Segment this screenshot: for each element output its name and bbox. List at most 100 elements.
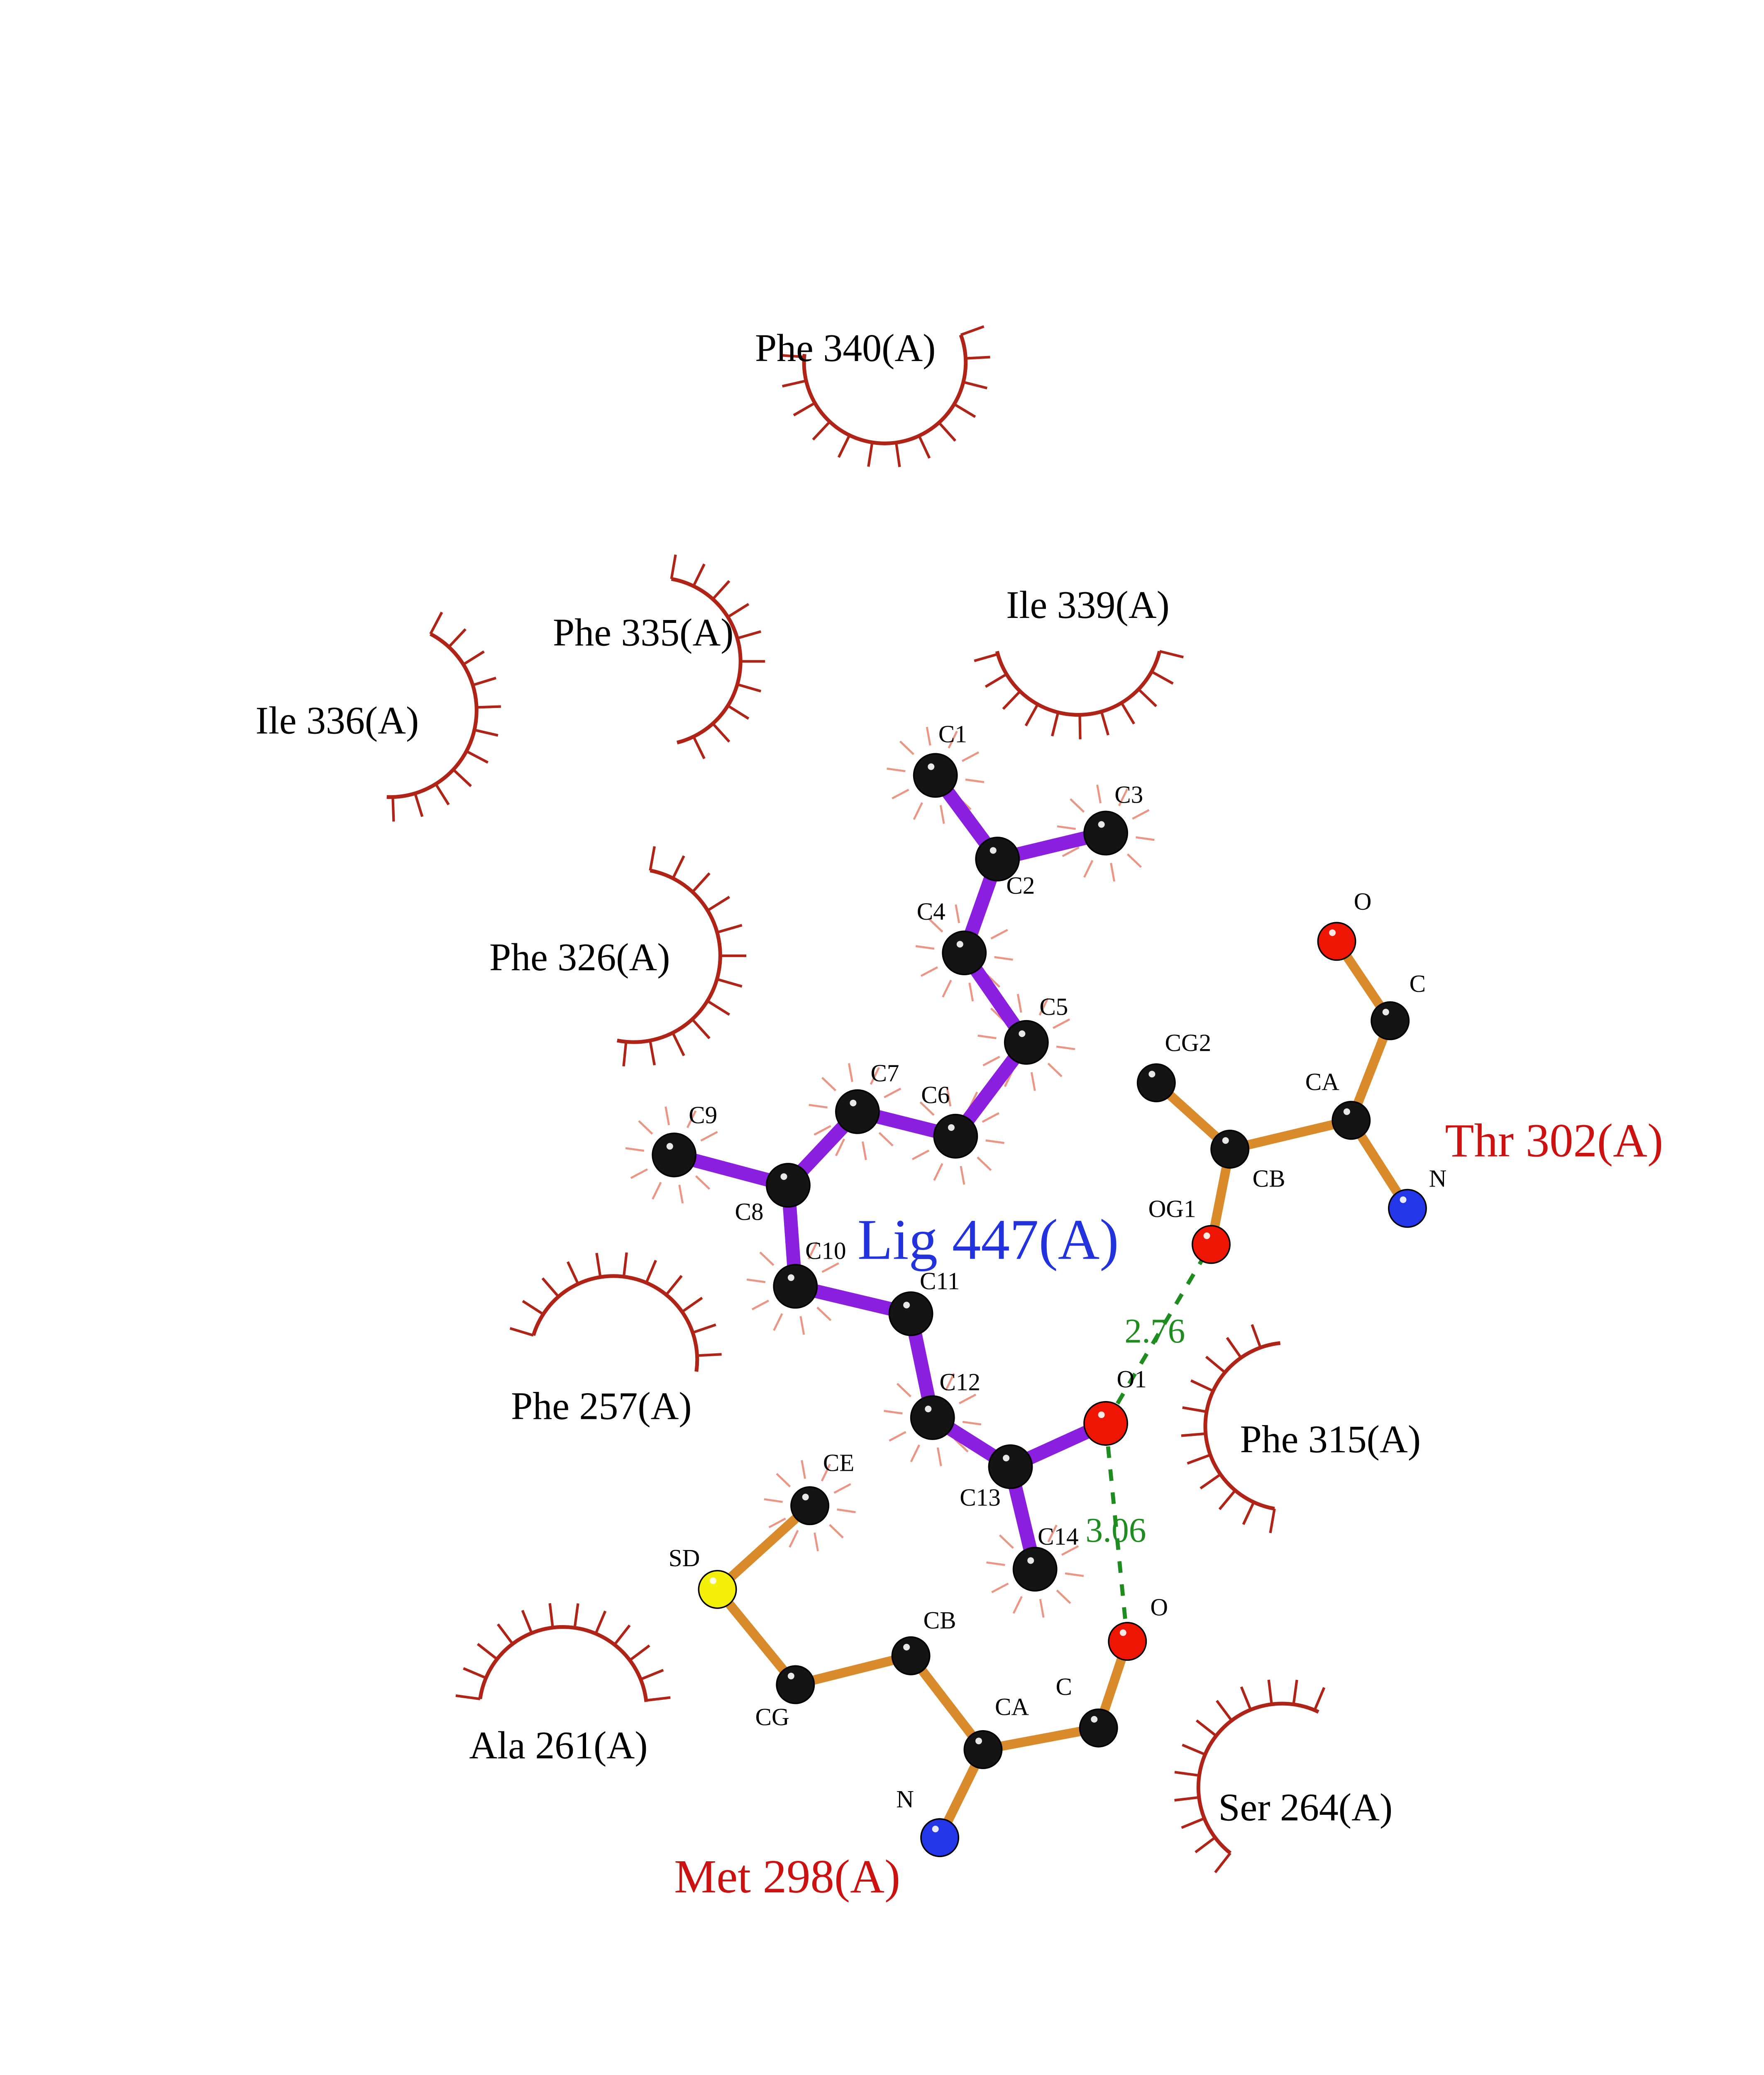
sunburst-spoke <box>986 1561 1005 1566</box>
sunburst-spoke <box>625 1147 645 1152</box>
sunburst-spoke <box>764 1498 783 1503</box>
arc-spoke <box>692 563 706 587</box>
sunburst-spoke <box>961 751 980 762</box>
atom-highlight <box>1203 1232 1210 1239</box>
sunburst-spoke <box>814 1125 831 1136</box>
sunburst-spoke <box>1016 994 1022 1013</box>
arc-spoke <box>1181 1817 1205 1829</box>
arc-spoke <box>1181 1432 1206 1437</box>
arc-spoke <box>670 554 677 579</box>
sunburst-spoke <box>913 802 923 820</box>
residue-label-ile-339-a: Ile 339(A) <box>1006 583 1170 627</box>
atom-highlight <box>1019 1030 1026 1037</box>
arc-spoke <box>965 356 990 360</box>
sunburst-ligand-c1 <box>887 727 985 824</box>
atom-highlight <box>1382 1008 1389 1016</box>
sunburst-spoke <box>870 1067 880 1085</box>
atom-highlight <box>787 1274 794 1281</box>
atom-thr-302-a-ca <box>1332 1101 1371 1140</box>
arc-spoke <box>649 846 656 871</box>
arc-spoke <box>476 1643 498 1660</box>
sunburst-spoke <box>1056 1589 1071 1604</box>
arc-spoke <box>629 1644 650 1662</box>
arc-spoke <box>462 650 485 666</box>
atom-highlight <box>1098 821 1105 828</box>
sunburst-spoke <box>999 1534 1014 1549</box>
arc-spoke <box>1292 1680 1298 1705</box>
atom-ligand-c9 <box>652 1133 697 1177</box>
atom-highlight <box>802 1494 809 1501</box>
atom-ligand-c10 <box>773 1264 818 1309</box>
hydrophobic-ile-336-a: Ile 336(A) <box>256 611 501 822</box>
sunburst-spoke <box>1136 836 1155 841</box>
arc-spoke <box>1195 1836 1216 1853</box>
sunburst-spoke <box>933 1163 943 1181</box>
arc-spoke <box>718 924 743 933</box>
arc-spoke <box>1242 1501 1255 1525</box>
atom-highlight <box>1222 1137 1229 1144</box>
sunburst-spoke <box>955 904 960 923</box>
atom-label-met-298-a-cg: CG <box>755 1703 789 1731</box>
sunburst-spoke <box>962 1421 982 1426</box>
sunburst-spoke <box>968 982 974 1002</box>
arc-spoke <box>573 1603 579 1628</box>
arc-spoke <box>718 978 743 988</box>
atom-thr-302-a-cg2 <box>1136 1063 1176 1103</box>
atom-ligand-c13 <box>988 1444 1033 1489</box>
sunburst-spoke <box>1056 1045 1075 1050</box>
atom-label-ligand-c3: C3 <box>1114 781 1143 808</box>
arc-spoke <box>1190 1379 1214 1392</box>
arc-spoke <box>452 768 472 787</box>
contact-arc <box>1196 1702 1319 1855</box>
arc-spoke <box>474 728 498 737</box>
arc-spoke <box>672 855 685 879</box>
atom-highlight <box>903 1301 910 1308</box>
hydrophobic-phe-335-a: Phe 335(A) <box>553 554 765 759</box>
sunburst-spoke <box>686 1110 697 1128</box>
atom-highlight <box>1027 1557 1034 1564</box>
atom-ligand-c6 <box>933 1113 978 1159</box>
thr-302-a-bond-ca-cb <box>1225 1116 1356 1154</box>
arc-spoke <box>1051 712 1060 737</box>
arc-spoke <box>640 1669 664 1681</box>
atom-label-met-298-a-ca: CA <box>995 1693 1029 1720</box>
arc-spoke <box>712 580 731 600</box>
arc-spoke <box>1024 703 1039 727</box>
atom-highlight <box>666 1143 673 1150</box>
arc-spoke <box>649 1041 656 1066</box>
sunburst-spoke <box>892 788 909 800</box>
sunburst-spoke <box>884 1410 903 1415</box>
hydrogen-bond-2-76: 2.76 <box>1104 1243 1213 1425</box>
sunburst-spoke <box>919 1101 935 1116</box>
atom-label-ligand-c1: C1 <box>938 720 967 747</box>
residue-label-ala-261-a: Ala 261(A) <box>469 1724 647 1767</box>
sunburst-spoke <box>1030 1072 1036 1091</box>
sunburst-ligand-c10 <box>746 1238 844 1335</box>
arc-spoke <box>1251 1324 1262 1348</box>
atom-ligand-c2 <box>975 837 1020 881</box>
atom-highlight <box>925 1406 932 1413</box>
sunburst-spoke <box>1070 798 1085 813</box>
atom-label-ligand-c6: C6 <box>921 1081 950 1108</box>
arc-spoke <box>622 1042 628 1067</box>
sunburst-ligand-c14 <box>986 1521 1084 1618</box>
sunburst-spoke <box>1052 1018 1070 1029</box>
atom-ligand-c12 <box>910 1395 955 1440</box>
arc-spoke <box>463 1667 486 1679</box>
contact-arc <box>478 1625 648 1702</box>
sunburst-spoke <box>965 779 985 784</box>
atom-met-298-a-cg <box>776 1665 815 1704</box>
arc-spoke <box>1313 1687 1326 1711</box>
sunburst-spoke <box>994 956 1013 961</box>
arc-spoke <box>1205 1355 1226 1374</box>
arc-spoke <box>465 750 489 764</box>
atom-label-thr-302-a-cb: CB <box>1253 1165 1285 1192</box>
atom-highlight <box>1003 1455 1010 1462</box>
atom-ligand-c1 <box>913 753 958 798</box>
sunburst-spoke <box>837 1508 856 1514</box>
arc-spoke <box>1174 1796 1199 1802</box>
atom-label-ligand-c8: C8 <box>735 1198 764 1225</box>
contact-arc <box>802 334 968 445</box>
sunburst-spoke <box>746 1278 766 1283</box>
